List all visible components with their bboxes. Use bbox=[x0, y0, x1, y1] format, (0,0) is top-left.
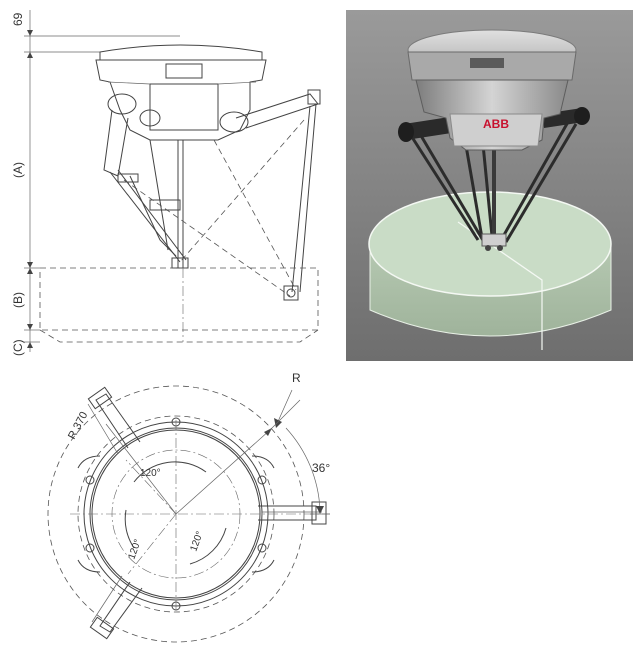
dim-c-label: (C) bbox=[11, 339, 25, 356]
delta-arms bbox=[408, 121, 578, 243]
side-view-drawing: 69 (A) (B) (C) bbox=[0, 0, 340, 362]
arm-bottom-left bbox=[89, 575, 143, 640]
robot-body-side bbox=[95, 44, 321, 301]
dim-b-label: (B) bbox=[11, 292, 25, 308]
workspace-envelope-side bbox=[39, 267, 319, 343]
robot-render: ABB bbox=[346, 10, 633, 361]
dim-a-label: (A) bbox=[11, 162, 25, 178]
label-r: R bbox=[292, 371, 301, 385]
label-120-right: 120° bbox=[188, 530, 205, 553]
arm-top-left bbox=[87, 386, 141, 455]
end-effector-3d bbox=[481, 233, 507, 251]
abb-logo: ABB bbox=[483, 117, 509, 131]
label-r370: R 370 bbox=[66, 410, 90, 442]
dim-top-label: 69 bbox=[11, 12, 25, 26]
label-36-deg: 36° bbox=[312, 461, 330, 475]
robot-body-3d: ABB bbox=[407, 29, 577, 151]
label-120-top: 120° bbox=[140, 468, 161, 479]
arm-right bbox=[258, 501, 327, 525]
top-view-drawing: R R 370 36° 120° 120° 120° bbox=[30, 360, 370, 650]
